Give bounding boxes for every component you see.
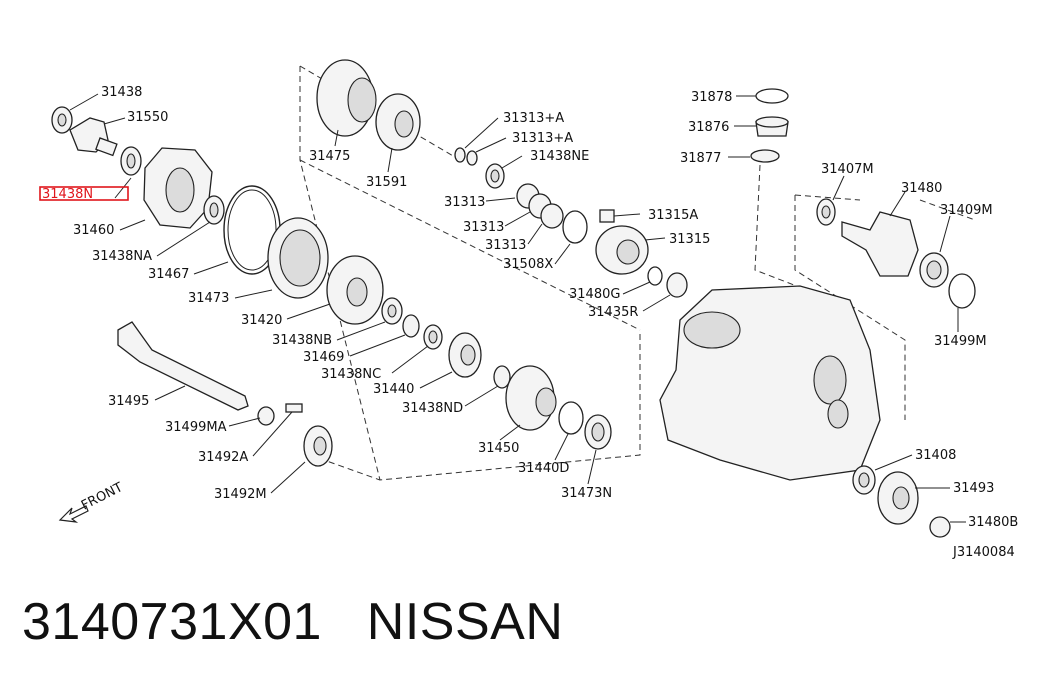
part-31408 [852,465,876,495]
part-31409M [919,252,949,288]
label-31438NA: 31438NA [92,249,152,264]
part-31480G [647,266,663,286]
label-31438: 31438 [101,85,142,100]
label-31876: 31876 [688,120,729,135]
part-31440 [448,332,482,378]
part-31495 [117,321,249,411]
label-31440D: 31440D [518,461,569,476]
part-31499MA [257,406,275,426]
label-31480: 31480 [901,181,942,196]
label-31315: 31315 [669,232,710,247]
label-31508X: 31508X [503,257,553,272]
part-31313-a [454,147,478,166]
label-31499MA: 31499MA [165,420,227,435]
label-31313-a-2: 31313+A [512,131,573,146]
label-31480G: 31480G [569,287,620,302]
label-31877: 31877 [680,151,721,166]
part-31469 [402,314,420,338]
part-31313 [516,183,564,229]
part-labels: 31438 31550 31438N 31460 31438NA 31467 3… [42,85,1018,560]
part-31550 [69,117,118,157]
label-31438N: 31438N [42,187,93,202]
label-31473N: 31473N [561,486,612,501]
part-31438N [120,146,142,176]
part-31480 [841,211,919,277]
part-31499M [948,273,976,309]
label-31591: 31591 [366,175,407,190]
part-31480B [929,516,951,538]
part-31407M [816,198,836,226]
part-31438NB [381,297,403,325]
part-31492M [303,425,333,467]
drawing-code: J3140084 [952,545,1015,560]
label-31408: 31408 [915,448,956,463]
label-31440: 31440 [373,382,414,397]
part-31438ND [493,365,511,389]
part-31460 [143,147,213,229]
label-31313-3: 31313 [485,238,526,253]
part-31315 [595,225,649,275]
part-31493 [877,471,919,525]
label-31492M: 31492M [214,487,267,502]
part-31438NA [203,195,225,225]
label-31438NB: 31438NB [272,333,332,348]
label-31409M: 31409M [940,203,993,218]
label-31315A: 31315A [648,208,698,223]
part-31508X [562,210,588,244]
part-31876 [755,116,789,137]
label-31420: 31420 [241,313,282,328]
transfer-case-housing [659,285,881,481]
part-31878 [755,88,789,104]
label-31493: 31493 [953,481,994,496]
front-arrow-icon: FRONT [58,480,125,523]
label-31438NE: 31438NE [530,149,589,164]
part-number-caption: 3140731X01 NISSAN [22,593,564,651]
label-31475: 31475 [309,149,350,164]
part-31438NC [423,324,443,350]
label-31480B: 31480B [968,515,1018,530]
highlight-box [39,186,129,201]
label-31313-2: 31313 [463,220,504,235]
part-31438NE [485,163,505,189]
label-31313-1: 31313 [444,195,485,210]
label-31473: 31473 [188,291,229,306]
label-31467: 31467 [148,267,189,282]
part-31473N [584,414,612,450]
part-31473 [267,217,329,299]
label-31313-a-1: 31313+A [503,111,564,126]
label-31435R: 31435R [588,305,638,320]
part-31315A [599,209,615,223]
label-31495: 31495 [108,394,149,409]
part-31492A [285,403,303,413]
part-31877 [750,149,780,163]
label-31550: 31550 [127,110,168,125]
part-31438 [51,106,73,134]
part-31475 [316,59,377,137]
part-31420 [326,255,384,325]
label-31407M: 31407M [821,162,874,177]
label-31438ND: 31438ND [402,401,463,416]
leader-lines [69,93,966,523]
label-31450: 31450 [478,441,519,456]
part-31435R [666,272,688,298]
label-31499M: 31499M [934,334,987,349]
label-31469: 31469 [303,350,344,365]
label-31878: 31878 [691,90,732,105]
label-31438NC: 31438NC [321,367,381,382]
part-31591 [375,93,421,151]
parts-diagram: 31438 31550 31438N 31460 31438NA 31467 3… [39,59,1018,560]
label-31460: 31460 [73,223,114,238]
label-31492A: 31492A [198,450,248,465]
part-31440D [558,401,584,435]
front-label: FRONT [79,480,125,514]
part-31450 [505,365,557,431]
